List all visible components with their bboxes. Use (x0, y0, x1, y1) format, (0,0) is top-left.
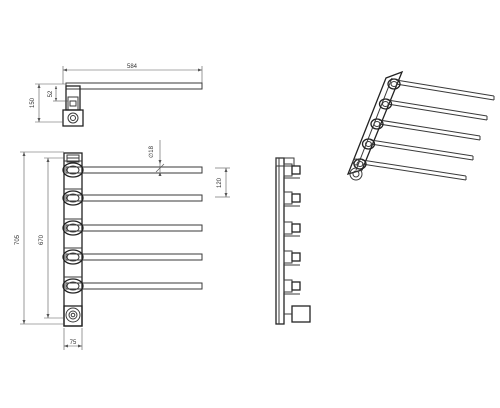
front-arm (62, 218, 203, 236)
front-arm (62, 188, 203, 206)
isometric-view (346, 70, 495, 181)
dim-depth-52: 52 (48, 90, 54, 97)
side-view (275, 157, 311, 325)
dim-base-width: 75 (70, 340, 77, 346)
iso-arm (361, 138, 474, 161)
front-arm (62, 276, 203, 294)
iso-arm (387, 78, 495, 101)
dim-tube-diameter: ∅18 (148, 145, 155, 158)
front-arm (62, 160, 203, 178)
side-knob (283, 221, 301, 237)
front-view: ∅18 120 705 670 75 (15, 140, 230, 350)
dim-overall-width: 584 (127, 64, 138, 70)
iso-arm (378, 98, 488, 121)
iso-arm (353, 158, 467, 181)
side-knob (283, 191, 301, 207)
side-knob (283, 250, 301, 266)
dim-bar-spacing: 120 (217, 177, 223, 188)
dim-depth-150: 150 (30, 97, 36, 108)
side-knob (283, 163, 301, 179)
dim-mount-height: 670 (39, 234, 45, 245)
iso-arm (370, 118, 481, 141)
dim-overall-height: 705 (15, 234, 21, 245)
front-arm (62, 247, 203, 265)
side-knob (283, 279, 301, 295)
top-view: 584 150 52 (30, 64, 203, 127)
